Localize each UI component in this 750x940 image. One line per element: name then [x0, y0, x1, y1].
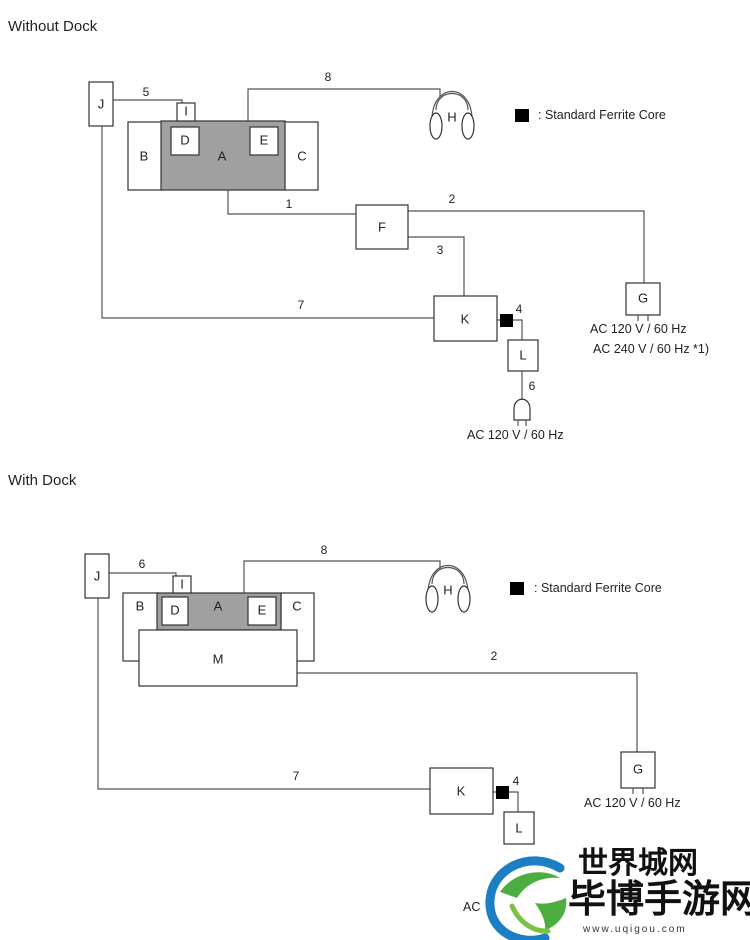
dock-outlet-power-label: AC: [463, 900, 480, 914]
headphones-icon: [429, 91, 475, 140]
component-f-label: F: [378, 219, 386, 234]
cable-6-with-dock: [109, 572, 177, 576]
dock-component-e-box: [247, 596, 277, 626]
ferrite-legend-text: : Standard Ferrite Core: [538, 108, 666, 122]
dock-component-m-label: M: [213, 651, 224, 666]
component-e-label: E: [260, 132, 269, 147]
with-dock-title: With Dock: [8, 472, 77, 489]
component-c-box: [283, 121, 319, 191]
dock-cable-label-2: 2: [491, 649, 498, 663]
cable-6-without-dock: [113, 99, 183, 103]
component-a-label: A: [218, 148, 227, 163]
component-c-label: C: [297, 148, 306, 163]
cable-8-without-dock: [247, 88, 441, 121]
dock-component-m-box: [138, 629, 298, 687]
without-dock-title: Without Dock: [8, 18, 98, 35]
watermark-url: www.uqigou.com: [582, 924, 687, 935]
component-j-box: [88, 81, 114, 127]
without-dock-section: Without Dock 5 8 1 2 3 7 4 6 J B C A I: [8, 18, 709, 442]
dock-g-power-line1: AC 120 V / 60 Hz: [584, 796, 681, 810]
component-e-box: [249, 126, 279, 156]
component-d-label: D: [180, 132, 189, 147]
dock-cable-label-8: 8: [321, 543, 328, 557]
watermark-logo-icon: [485, 856, 567, 940]
component-f-box: [355, 204, 409, 250]
component-g-box: [625, 282, 661, 316]
cable-8-with-dock: [243, 560, 441, 593]
watermark-main-text: 毕博手游网: [568, 879, 750, 921]
component-h-label: H: [447, 109, 456, 124]
cable-1-without-dock: [227, 190, 356, 215]
component-d-box: [170, 126, 200, 156]
dock-component-l-label: L: [515, 820, 522, 835]
component-l-box: [507, 339, 539, 372]
with-dock-section: With Dock 6 8 2 7 4 J B C A I D E M: [8, 472, 681, 914]
dock-component-l-box: [503, 811, 535, 845]
g-power-line1: AC 120 V / 60 Hz: [590, 322, 687, 336]
ferrite-core-legend-icon: [515, 109, 529, 122]
dock-headphones-icon: [425, 565, 471, 613]
outlet-power-label: AC 120 V / 60 Hz: [467, 428, 564, 442]
dock-component-k-box: [429, 767, 494, 815]
dock-component-h-label: H: [443, 582, 452, 597]
cable-7-without-dock: [101, 126, 434, 319]
dock-component-a-label: A: [214, 598, 223, 613]
cable-label-4: 4: [516, 302, 523, 316]
dock-component-g-label: G: [633, 761, 643, 776]
cable-label-3: 3: [437, 243, 444, 257]
g-power-line2: AC 240 V / 60 Hz *1): [593, 342, 709, 356]
dock-component-g-box: [620, 751, 656, 789]
dock-cable-label-6: 6: [139, 557, 146, 571]
cable-label-1: 1: [286, 197, 293, 211]
cable-2-without-dock: [408, 210, 645, 283]
ferrite-core-icon: [500, 314, 513, 327]
component-j-label: J: [98, 96, 105, 111]
dock-component-d-label: D: [170, 602, 179, 617]
g-prong-icon: [637, 315, 649, 321]
component-g-label: G: [638, 290, 648, 305]
dock-g-prong-icon: [632, 788, 644, 794]
component-i-label: I: [184, 103, 188, 118]
dock-component-b-label: B: [136, 598, 145, 613]
dock-component-j-label: J: [94, 568, 101, 583]
cable-label-2: 2: [449, 192, 456, 206]
dock-component-k-label: K: [457, 783, 466, 798]
dock-component-e-label: E: [258, 602, 267, 617]
dock-ferrite-core-legend-icon: [510, 582, 524, 595]
dock-component-j-box: [84, 553, 110, 599]
dock-component-i-box: [172, 575, 192, 594]
component-l-label: L: [519, 347, 526, 362]
component-b-label: B: [140, 148, 149, 163]
cable-label-8: 8: [325, 70, 332, 84]
dock-ferrite-legend-text: : Standard Ferrite Core: [534, 581, 662, 595]
watermark-top-text: 世界城网: [578, 847, 698, 880]
watermark-logo: 世界城网 毕博手游网 www.uqigou.com: [485, 847, 750, 940]
power-plug-icon: [513, 398, 531, 426]
component-i-box: [176, 102, 196, 122]
dock-cable-label-7: 7: [293, 769, 300, 783]
dock-ferrite-core-icon: [496, 786, 509, 799]
cable-label-7: 7: [298, 298, 305, 312]
cable-label-5: 6: [529, 379, 536, 393]
component-k-box: [433, 295, 498, 342]
cable-label-6: 5: [143, 85, 150, 99]
cable-3-without-dock: [408, 236, 465, 296]
dock-component-d-box: [161, 596, 189, 626]
dock-component-c-label: C: [292, 598, 301, 613]
cable-2-with-dock: [297, 672, 638, 752]
dock-component-i-label: I: [180, 576, 184, 591]
component-k-label: K: [461, 311, 470, 326]
cable-7-with-dock: [97, 598, 430, 790]
dock-cable-label-4: 4: [513, 774, 520, 788]
